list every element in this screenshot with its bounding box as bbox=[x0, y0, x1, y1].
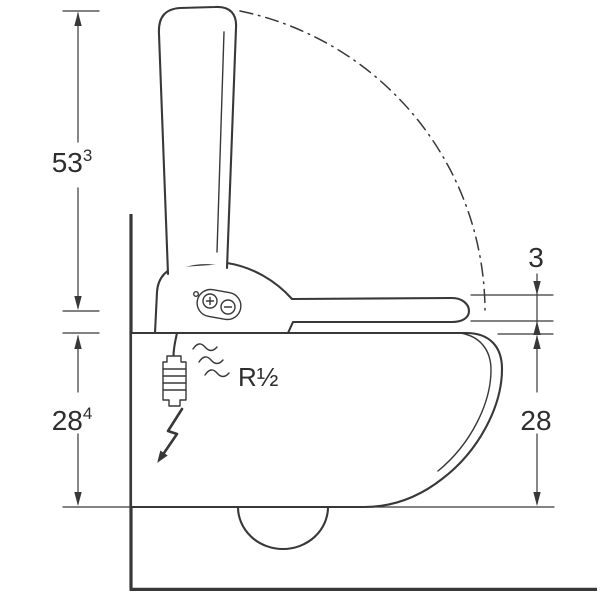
toilet-bowl bbox=[129, 331, 504, 509]
water-connection bbox=[162, 331, 187, 407]
arrow-up-icon bbox=[74, 12, 82, 26]
toilet-lid-open bbox=[157, 5, 238, 276]
dimension-front-height-right: 28 bbox=[497, 333, 554, 506]
arrow-down-icon bbox=[533, 492, 541, 506]
arrow-down-icon bbox=[533, 281, 541, 295]
connector-ribs bbox=[162, 368, 187, 391]
extension-lines bbox=[62, 10, 100, 312]
dimension-lid-open-height: 533 bbox=[52, 10, 100, 312]
dimension-label: 533 bbox=[52, 146, 93, 178]
arrow-down-icon bbox=[74, 296, 82, 310]
lid-inner-line bbox=[216, 31, 225, 253]
dimension-seat-thickness: 3 bbox=[470, 242, 554, 335]
drain-outlet bbox=[236, 505, 330, 551]
plus-glyph-icon bbox=[205, 296, 215, 306]
dimension-label: 3 bbox=[528, 242, 544, 273]
arrow-up-icon bbox=[533, 321, 541, 335]
extension-lines bbox=[470, 294, 554, 322]
indicator-dot-icon bbox=[192, 291, 199, 298]
bowl-inner-line bbox=[437, 332, 492, 472]
lid-swing-arc bbox=[239, 10, 486, 313]
minus-button-icon bbox=[220, 299, 236, 315]
toilet-lid-fill bbox=[158, 6, 237, 275]
dimension-label: 28 bbox=[520, 405, 551, 436]
control-panel bbox=[192, 288, 242, 321]
water-thread-label: R½ bbox=[238, 362, 278, 392]
arrow-down-icon bbox=[74, 492, 82, 506]
control-panel-outline bbox=[196, 288, 242, 321]
supply-hose bbox=[172, 331, 179, 358]
electrical-connection-icon bbox=[157, 407, 184, 463]
dimension-label: 284 bbox=[52, 404, 93, 436]
seat-module bbox=[153, 261, 471, 335]
water-flow-icon bbox=[192, 343, 230, 378]
arrow-up-icon bbox=[74, 335, 82, 349]
dimension-front-height-left: 284 bbox=[52, 332, 100, 506]
arrow-up-icon bbox=[533, 335, 541, 349]
hose-connector bbox=[162, 355, 187, 407]
plus-button-icon bbox=[202, 293, 218, 309]
drawing-root: R½ 533 284 3 bbox=[52, 5, 597, 591]
